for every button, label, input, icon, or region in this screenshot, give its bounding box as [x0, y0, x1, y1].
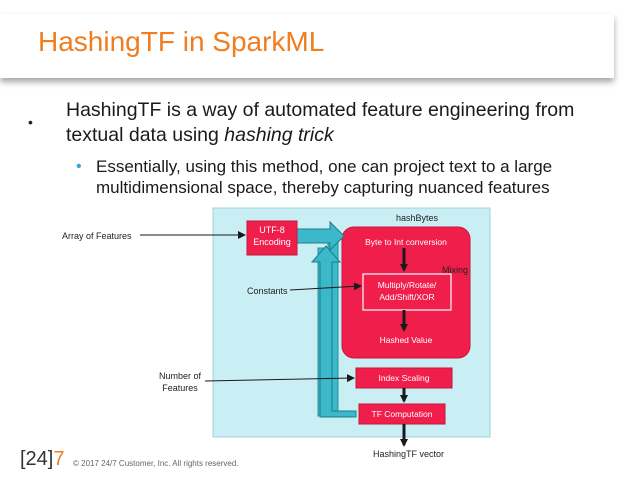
bullet-marker: •	[28, 114, 33, 130]
logo-right: 7	[53, 448, 65, 470]
hashbytes-label: hashBytes	[396, 213, 439, 223]
multiply-line1: Multiply/Rotate/	[377, 280, 437, 290]
utf8-output-arrow	[295, 220, 345, 252]
feedback-arrow	[317, 239, 339, 417]
array-of-features-label: Array of Features	[62, 231, 132, 241]
hashingtf-vector-label: HashingTF vector	[373, 449, 445, 459]
page-title: HashingTF in SparkML	[38, 26, 325, 57]
tf-computation-label: TF Computation	[371, 409, 433, 419]
index-scaling-label: Index Scaling	[378, 373, 430, 383]
mixing-label: Mixing	[442, 265, 469, 275]
sub-bullet: Essentially, using this method, one can …	[96, 157, 553, 197]
byte-to-int-label: Byte to Int conversion	[365, 237, 447, 247]
logo-left: [24]	[20, 448, 54, 470]
company-logo: [24]7	[20, 448, 64, 471]
multiply-line2: Add/Shift/XOR	[379, 292, 435, 302]
sub-bullet-marker: •	[76, 158, 82, 175]
utf8-label: UTF-8 Encoding	[247, 224, 297, 248]
number-of-line2: Features	[162, 383, 198, 393]
feedback-arrow-body	[310, 245, 357, 418]
hashed-value-label: Hashed Value	[379, 335, 433, 345]
main-bullet-text: HashingTF is a way of automated feature …	[66, 99, 575, 146]
title-bar	[0, 14, 614, 78]
copyright-text: © 2017 24/7 Customer, Inc. All rights re…	[73, 459, 239, 468]
multiply-label: Multiply/Rotate/ Add/Shift/XOR	[363, 279, 451, 303]
constants-arrow	[289, 282, 362, 291]
number-of-line1: Number of	[158, 371, 202, 381]
utf8-line2: Encoding	[253, 237, 291, 247]
main-bullet-italic: hashing trick	[224, 124, 334, 146]
constants-label: Constants	[247, 286, 288, 296]
number-of-features-label: Number of Features	[150, 370, 210, 394]
main-bullet: HashingTF is a way of automated feature …	[66, 98, 606, 148]
number-of-features-arrow	[204, 374, 355, 383]
utf8-line1: UTF-8	[259, 225, 285, 235]
